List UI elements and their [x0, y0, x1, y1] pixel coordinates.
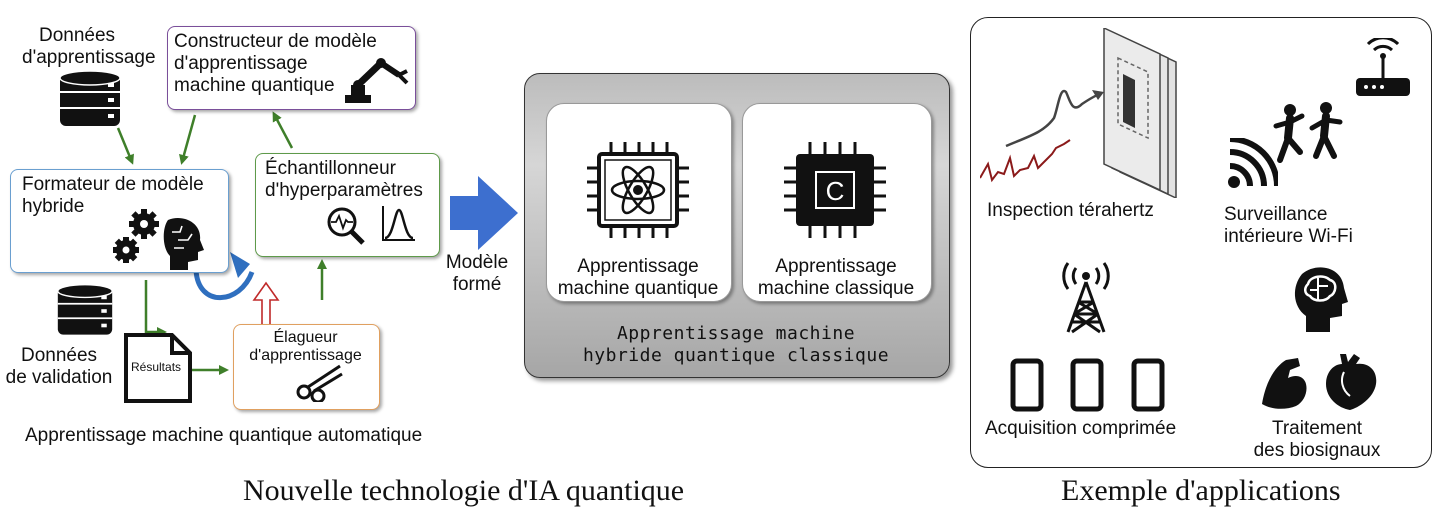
validation-data-label: Données de validation — [5, 345, 113, 388]
gears-brain-icon — [113, 209, 204, 270]
arrow-sampler-to-builder — [272, 111, 294, 149]
bell-curve-icon — [382, 206, 415, 241]
hyperparameter-sampler-label: Échantillonneur d'hyperparamètres — [265, 158, 423, 201]
scissors-icon — [296, 364, 343, 402]
validation-database-icon — [57, 284, 113, 335]
arrow-builder-to-formatter — [179, 114, 197, 165]
classic-chip-icon — [784, 142, 886, 238]
arrow-training-to-formatter — [116, 127, 134, 165]
results-label: Résultats — [131, 360, 182, 374]
magnifier-pulse-icon — [327, 207, 365, 245]
learning-pruner-box — [233, 324, 380, 410]
big-forward-arrow — [450, 176, 518, 250]
terahertz-inspection-icon — [980, 28, 1177, 198]
compressed-sensing-label: Acquisition comprimée — [985, 418, 1177, 439]
automl-caption: Apprentissage machine quantique automati… — [25, 425, 423, 446]
muscle-heart-icon — [1262, 354, 1377, 410]
wifi-surveillance-label: Surveillance intérieure Wi-Fi — [1224, 204, 1353, 247]
learning-pruner-label: Élagueur d'apprentissage — [249, 329, 362, 364]
phone-icon — [1131, 358, 1165, 412]
arrow-formatter-to-results — [144, 280, 167, 337]
phone-icon — [1070, 358, 1104, 412]
biosignal-label: Traitement des biosignaux — [1253, 418, 1381, 461]
brain-head-icon — [1294, 267, 1348, 332]
hybrid-ml-caption: Apprentissage machine hybride quantique … — [582, 323, 890, 366]
model-builder-label: Constructeur de modèle d'apprentissage m… — [174, 31, 377, 96]
right-section-title: Exemple d'applications — [1061, 474, 1341, 507]
quantum-ml-label: Apprentissage machine quantique — [557, 256, 719, 299]
chip-letter: C — [825, 176, 845, 206]
training-data-label: Données d'apprentissage — [22, 25, 156, 68]
phone-icon — [1010, 358, 1044, 412]
robot-arm-icon — [345, 58, 409, 103]
people-running-icon — [1273, 102, 1343, 163]
wifi-router-icon — [1356, 38, 1410, 96]
quantum-chip-icon — [587, 142, 689, 238]
trained-model-label: Modèle formé — [445, 252, 509, 295]
loop-arrow-curve — [193, 269, 255, 300]
terahertz-label: Inspection térahertz — [987, 200, 1154, 221]
wifi-signal-icon — [1228, 138, 1278, 188]
hybrid-formatter-label: Formateur de modèle hybride — [22, 174, 204, 217]
left-section-title: Nouvelle technologie d'IA quantique — [243, 474, 685, 507]
results-document-icon — [124, 333, 192, 403]
classic-ml-label: Apprentissage machine classique — [757, 256, 915, 299]
antenna-tower-icon — [1062, 262, 1110, 334]
database-icon — [59, 70, 121, 126]
prune-arrow — [252, 281, 280, 327]
loop-arrow-head — [230, 252, 250, 278]
